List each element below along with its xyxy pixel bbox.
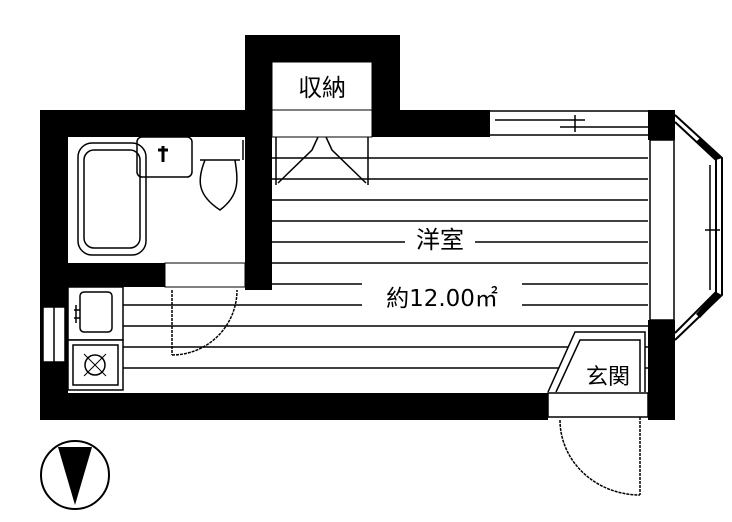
faucet-icon <box>158 146 168 162</box>
storage-label: 収納 <box>298 74 346 102</box>
kitchen-sink[interactable] <box>67 286 124 341</box>
tap-icon <box>74 305 80 323</box>
window-top[interactable] <box>490 110 648 137</box>
bathtub-inner <box>83 149 141 249</box>
wall-top-bath <box>40 110 272 137</box>
wall-bath-bottom <box>68 263 165 287</box>
room-label: 洋室 <box>416 226 464 254</box>
wall-right-top <box>648 110 675 140</box>
bathroom <box>68 137 245 263</box>
wall-right-bottom <box>648 320 675 420</box>
toilet[interactable] <box>199 159 240 211</box>
burner-icon <box>84 354 106 376</box>
entrance-door[interactable] <box>559 417 641 496</box>
storage-threshold <box>271 109 373 138</box>
bath-door[interactable] <box>171 289 238 356</box>
bath-door-opening <box>164 262 246 288</box>
north-compass-icon <box>40 440 110 510</box>
bathtub[interactable] <box>77 142 147 256</box>
bay-window[interactable] <box>674 114 723 341</box>
entrance-door-opening <box>547 392 649 418</box>
entrance-label: 玄関 <box>586 365 630 390</box>
wall-bottom <box>40 393 548 420</box>
wash-basin[interactable] <box>136 136 193 178</box>
walls <box>40 35 675 420</box>
wall-bath-room <box>245 35 272 290</box>
closet-doors[interactable] <box>275 136 369 185</box>
wall-left <box>40 110 68 420</box>
window-right[interactable] <box>649 139 675 321</box>
room-area: 約12.00㎡ <box>386 286 498 312</box>
wall-top-room <box>372 110 490 137</box>
